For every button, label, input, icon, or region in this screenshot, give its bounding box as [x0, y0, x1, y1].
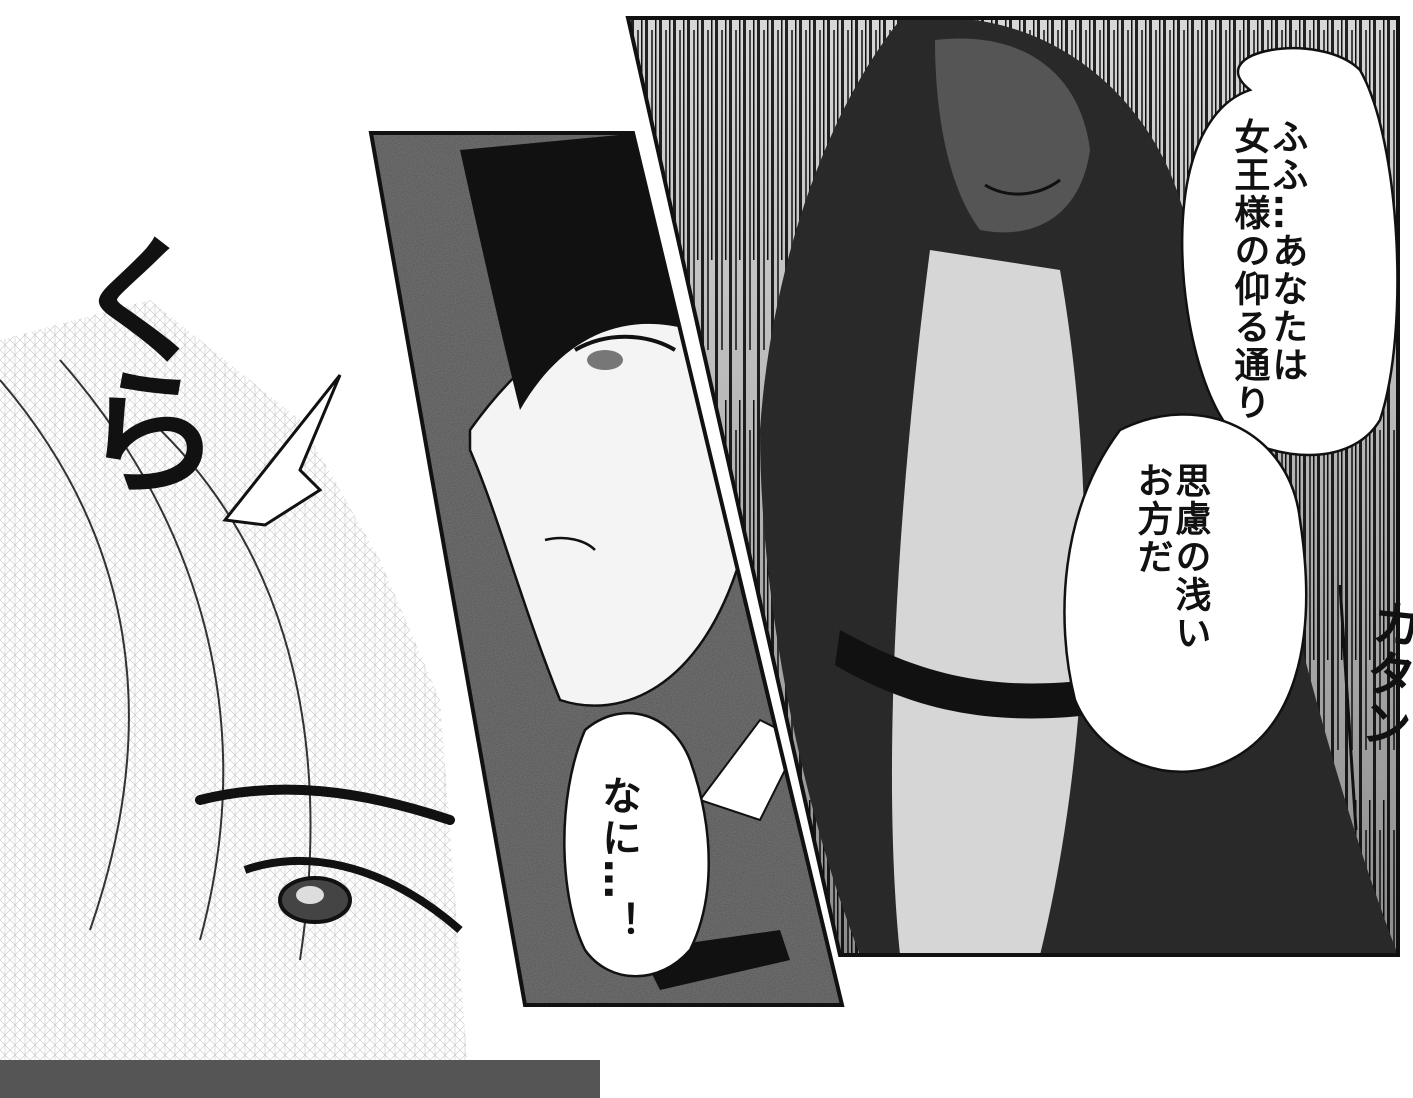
speech-bubble-hooded-1 [1180, 46, 1399, 457]
hooded-line-3: 思慮の浅い [1169, 462, 1211, 652]
speech-bubble-hooded-2 [1063, 413, 1308, 774]
hooded-line-1: ふふ…あなたは [1266, 118, 1308, 384]
sfx-kura: くら [43, 224, 225, 496]
speech-bubble-dark-haired [563, 711, 710, 978]
dark-haired-line: なに…！ [595, 775, 641, 943]
hooded-line-4: お方だ [1131, 462, 1173, 576]
hooded-line-2: 女王様の仰る通り [1228, 118, 1270, 422]
